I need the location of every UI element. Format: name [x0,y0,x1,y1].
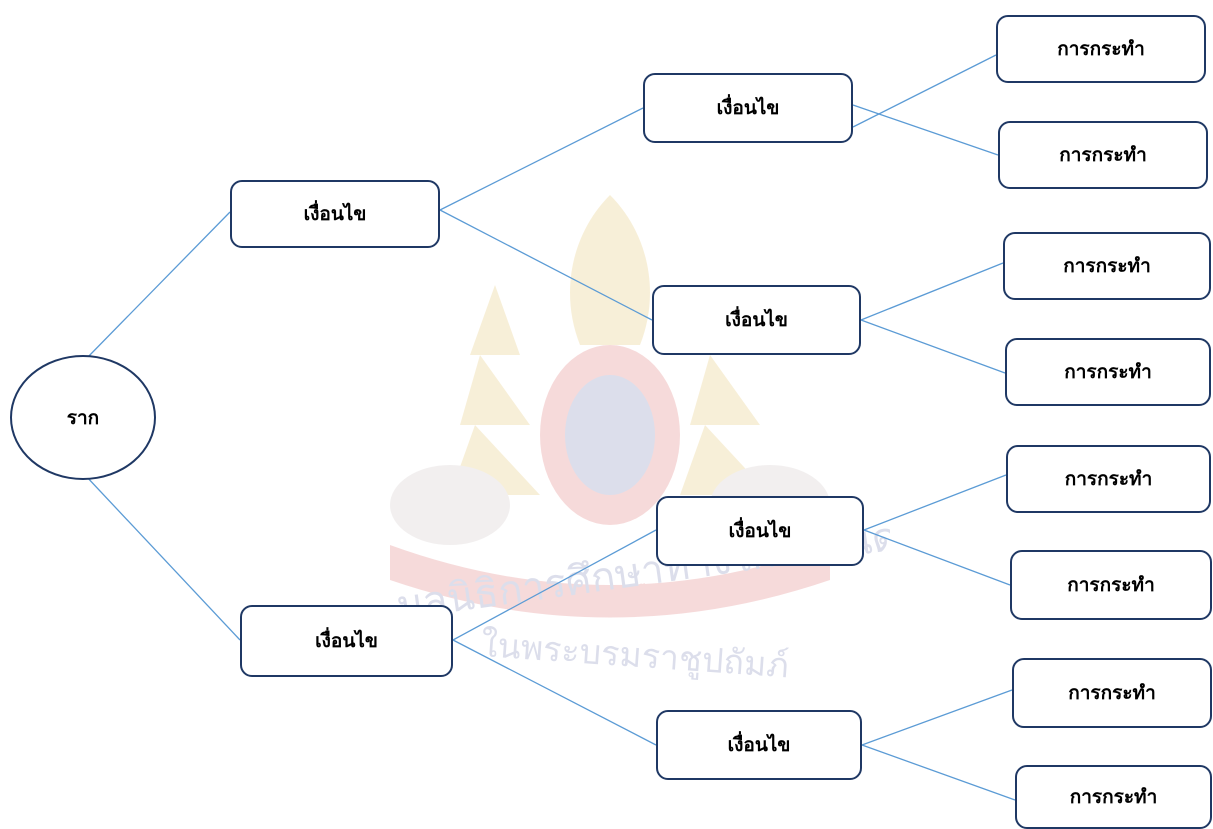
action-node-2: การกระทำ [998,121,1208,189]
connector-condition-6-action-8 [861,744,1016,801]
connector-condition-6-action-7 [861,689,1013,746]
action-node-3: การกระทำ [1003,232,1211,300]
connector-root-condition-1 [84,211,231,361]
connector-condition-2-condition-5 [452,529,657,641]
connector-condition-1-condition-4 [439,209,653,321]
root-node: ราก [10,355,156,480]
connector-condition-5-action-5 [863,474,1007,531]
action-node-7: การกระทำ [1012,658,1212,728]
condition-node-1: เงื่อนไข [230,180,440,248]
action-node-6: การกระทำ [1010,550,1212,620]
connector-condition-3-action-1 [852,54,997,128]
connector-root-condition-2 [84,474,241,641]
condition-node-4: เงื่อนไข [652,285,861,355]
action-node-4: การกระทำ [1005,338,1211,406]
connector-condition-4-action-3 [860,262,1004,321]
condition-node-3: เงื่อนไข [643,73,853,143]
connector-condition-1-condition-3 [439,107,644,211]
connector-condition-5-action-6 [863,529,1011,586]
connector-condition-3-action-2 [852,104,999,156]
action-node-1: การกระทำ [996,15,1206,83]
condition-node-5: เงื่อนไข [656,496,864,566]
condition-node-6: เงื่อนไข [656,710,862,780]
connector-condition-4-action-4 [860,319,1006,374]
condition-node-2: เงื่อนไข [240,605,453,677]
connector-condition-2-condition-6 [452,639,657,746]
action-node-5: การกระทำ [1006,445,1211,513]
action-node-8: การกระทำ [1015,765,1212,829]
